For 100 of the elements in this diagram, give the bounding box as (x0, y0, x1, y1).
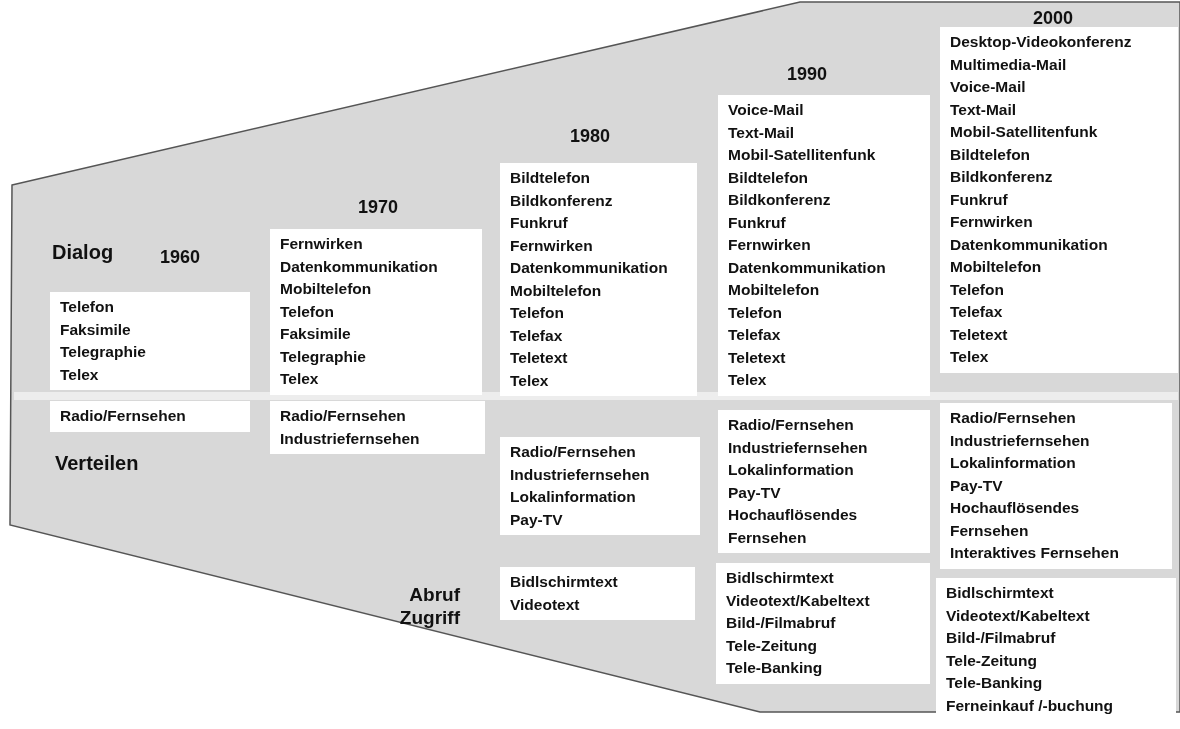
service-name: Tele-Banking (946, 673, 1043, 693)
service-name: Text-Mail (728, 122, 795, 143)
row-label: Verteilen (55, 452, 139, 475)
service-list-box (718, 410, 930, 553)
service-list-box (500, 437, 700, 535)
year-label: 1990 (787, 64, 828, 85)
year-label: 1960 (160, 247, 201, 268)
service-name: Datenkommunikation (280, 256, 438, 277)
service-name: Radio/Fernsehen (60, 406, 186, 426)
service-name: Telefon (950, 279, 1004, 300)
row-label: Dialog (52, 241, 114, 264)
service-name: Telefax (728, 325, 781, 345)
service-name: Telefon (510, 303, 564, 323)
service-name: Videotext (510, 594, 580, 615)
row-label: Abruf Zugriff (398, 583, 460, 629)
service-name: Bildtelefon (950, 144, 1031, 165)
service-name: Funkruf (950, 189, 1008, 210)
service-name: Industriefernsehen (950, 430, 1090, 451)
service-name: Voice-Mail (728, 100, 804, 120)
service-name: Mobiltelefon (728, 280, 820, 300)
service-name: Funkruf (510, 213, 568, 233)
service-name: Faksimile (60, 319, 131, 340)
service-name: Industriefernsehen (510, 464, 650, 485)
year-label: 1970 (358, 197, 399, 218)
service-name: Tele-Zeitung (726, 635, 817, 656)
service-name: Mobil-Satellitenfunk (728, 145, 876, 165)
service-name: Radio/Fernsehen (950, 408, 1076, 428)
service-name: Bildtelefon (510, 168, 591, 188)
service-name: Industriefernsehen (280, 428, 420, 449)
service-name: Telefax (510, 325, 563, 346)
service-name: Telefon (728, 302, 782, 323)
service-list-box (940, 403, 1172, 569)
service-name: Telex (510, 370, 549, 391)
service-name: Videotext/Kabeltext (726, 590, 870, 611)
service-name: Radio/Fernsehen (280, 406, 406, 426)
service-list-box (718, 95, 930, 396)
service-name: Tele-Banking (726, 658, 823, 678)
service-name: Bildkonferenz (728, 190, 831, 210)
service-name: Multimedia-Mail (950, 54, 1067, 75)
service-name: Tele-Zeitung (946, 650, 1037, 671)
service-name: Hochauflösendes Fernsehen (728, 505, 859, 548)
service-name: Telex (728, 370, 767, 390)
service-name: Fernwirken (510, 235, 593, 256)
service-name: Text-Mail (950, 99, 1017, 120)
service-name: Bidlschirmtext (726, 568, 834, 588)
service-name: Telex (950, 347, 989, 367)
service-name: Fernwirken (280, 234, 363, 254)
service-name: Datenkommunikation (950, 234, 1108, 255)
service-name: Bildtelefon (728, 167, 809, 188)
service-name: Bidlschirmtext (946, 583, 1054, 603)
service-name: Fernwirken (728, 235, 811, 255)
service-name: Telex (60, 364, 99, 385)
service-name: Datenkommunikation (728, 257, 886, 278)
service-name: Lokalinformation (728, 460, 854, 480)
service-name: Radio/Fernsehen (728, 415, 854, 435)
service-name: Bidlschirmtext (510, 572, 618, 592)
service-name: Telefon (280, 301, 334, 322)
service-name: Mobiltelefon (510, 280, 602, 301)
service-name: Teletext (950, 324, 1008, 345)
service-name: Lokalinformation (510, 487, 636, 507)
service-list-box (50, 292, 250, 390)
service-name: Telegraphie (280, 346, 366, 367)
service-name: Pay-TV (510, 509, 563, 530)
service-name: Teletext (510, 348, 568, 368)
service-name: Bildkonferenz (510, 190, 613, 211)
service-list-box (500, 163, 697, 396)
year-label: 2000 (1033, 8, 1074, 29)
service-name: Teletext (728, 347, 786, 368)
year-label: 1980 (570, 126, 611, 147)
service-name: Telex (280, 369, 319, 389)
service-name: Mobiltelefon (950, 257, 1042, 277)
service-name: Telefon (60, 297, 114, 317)
service-name: Mobil-Satellitenfunk (950, 122, 1098, 142)
service-name: Bildkonferenz (950, 167, 1053, 187)
service-name: Industriefernsehen (728, 437, 868, 458)
service-name: Lokalinformation (950, 453, 1076, 473)
service-name: Hochauflösendes Fernsehen (950, 498, 1081, 541)
service-name: Telefax (950, 302, 1003, 322)
service-name: Fernwirken (950, 212, 1033, 232)
service-name: Datenkommunikation (510, 258, 668, 278)
service-name: Radio/Fernsehen (510, 442, 636, 462)
service-name: Pay-TV (950, 475, 1003, 496)
service-name: Funkruf (728, 212, 786, 233)
service-list-box (940, 27, 1178, 373)
service-name: Faksimile (280, 324, 351, 344)
service-name: Ferneinkauf /-buchung (946, 695, 1114, 716)
service-list-box (270, 229, 482, 395)
service-list-box (270, 401, 485, 454)
service-list-box (500, 567, 695, 620)
service-name: Bild-/Filmabruf (726, 613, 836, 633)
service-name: Telegraphie (60, 342, 146, 362)
service-name: Voice-Mail (950, 77, 1026, 97)
service-name: Desktop-Videokonferenz (950, 32, 1132, 52)
service-name: Interaktives Fernsehen (950, 543, 1119, 563)
service-name: Pay-TV (728, 482, 781, 503)
service-name: Videotext/Kabeltext (946, 605, 1090, 626)
service-name: Bild-/Filmabruf (946, 628, 1056, 648)
service-list-box (716, 563, 930, 684)
service-name: Mobiltelefon (280, 279, 372, 299)
service-list-box (50, 401, 250, 432)
